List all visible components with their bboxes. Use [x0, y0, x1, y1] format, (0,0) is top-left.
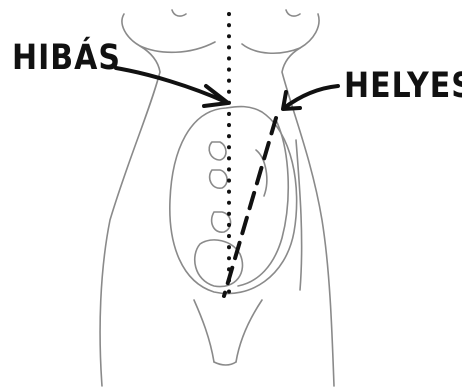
label-wrong: HIBÁS	[12, 38, 121, 78]
fetus-body-2	[210, 170, 227, 188]
belly-inner-contour	[238, 120, 288, 286]
pubic-right	[236, 300, 262, 362]
belly-outline	[170, 107, 297, 294]
wrong-arrow	[116, 68, 228, 106]
pubic-left	[194, 300, 214, 362]
chest-left-curve	[140, 42, 215, 52]
torso-right-contour	[282, 14, 334, 386]
dashed-oblique-line	[224, 118, 276, 296]
fetus-head	[195, 240, 243, 287]
pubic-center	[214, 362, 236, 365]
fetus-body-1	[209, 142, 226, 160]
label-right: HELYES	[344, 66, 462, 106]
right-nipple	[286, 10, 300, 16]
torso-outline	[100, 10, 334, 386]
left-nipple	[172, 10, 186, 16]
chest-right-curve	[242, 44, 300, 53]
